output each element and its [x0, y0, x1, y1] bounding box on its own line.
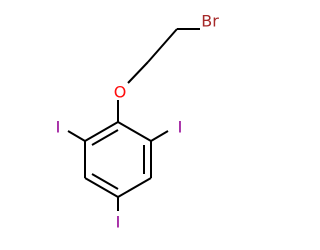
ring-bond-top-topright — [117, 121, 152, 142]
atom-iodine-bottom: I — [116, 213, 121, 232]
molecule-structure: Br O I I I — [56, 12, 220, 232]
atom-bromine: Br — [201, 12, 219, 31]
bond-ch2-ch2 — [147, 28, 178, 63]
atom-oxygen: O — [114, 83, 127, 102]
ring-double-bond-top-left — [91, 129, 119, 146]
atom-iodine-left: I — [56, 118, 61, 137]
ring-double-bond-bottom-left — [91, 173, 119, 190]
bond-ring-iodine-right — [150, 130, 169, 142]
ring-bond-bottom-bottomleft — [84, 177, 119, 198]
atom-iodine-right: I — [178, 118, 183, 137]
ring-bond-topleft-top — [84, 121, 119, 142]
ring-bond-bottomright-bottom — [117, 177, 152, 198]
bond-ring-iodine-left — [67, 130, 86, 142]
bond-ch2-o — [127, 61, 149, 84]
